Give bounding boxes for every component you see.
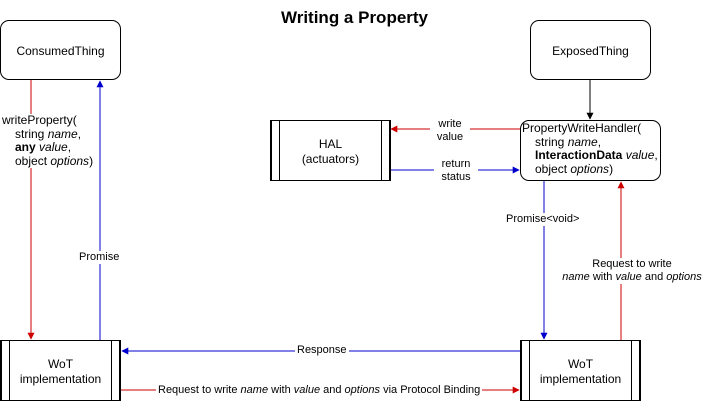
- handler-param-name: string name,: [535, 134, 602, 149]
- exposed-thing-node: ExposedThing: [530, 20, 651, 80]
- handler-name: PropertyWriteHandler(: [522, 121, 642, 135]
- hal-left-bar: [271, 121, 280, 180]
- request-to-write-line-2: name with value and options: [562, 271, 702, 283]
- promise-void-label: Promise<void>: [506, 213, 580, 226]
- response-label: Response: [295, 344, 349, 357]
- return-status-label: return status: [434, 158, 478, 184]
- write-value-label: write value: [430, 118, 470, 144]
- wot-left-label-2: implementation: [19, 372, 102, 386]
- diagram-title: Writing a Property: [280, 8, 429, 27]
- request-to-write-label: Request to write name with value and opt…: [555, 258, 709, 284]
- wot-implementation-left-node: WoT implementation: [0, 340, 121, 401]
- wot-implementation-right-node: WoT implementation: [520, 340, 641, 401]
- exposed-thing-label: ExposedThing: [552, 44, 629, 58]
- return-status-line-1: return: [441, 158, 471, 170]
- request-to-write-line-1: Request to write: [592, 258, 672, 270]
- wot-left-bar-a: [1, 341, 10, 400]
- write-property-param-value: any value,: [15, 140, 72, 154]
- promise-label: Promise: [79, 251, 120, 264]
- write-property-name: writeProperty(: [2, 113, 77, 127]
- hal-subtitle: (actuators): [301, 152, 360, 166]
- handler-signature: PropertyWriteHandler( string name, Inter…: [522, 121, 658, 176]
- write-property-param-options: object options): [15, 153, 94, 168]
- handler-param-options: object options): [535, 161, 614, 176]
- wot-right-label-2: implementation: [539, 372, 622, 386]
- handler-param-value: InteractionData value,: [535, 148, 658, 162]
- hal-title: HAL: [318, 137, 343, 151]
- write-property-param-name: string name,: [15, 126, 82, 141]
- consumed-thing-label: ConsumedThing: [16, 44, 105, 58]
- hal-right-bar: [381, 121, 390, 180]
- wot-left-label-1: WoT: [47, 357, 74, 371]
- write-property-signature: writeProperty( string name, any value, o…: [2, 113, 96, 168]
- wot-right-bar-a: [521, 341, 530, 400]
- hal-node: HAL (actuators): [270, 120, 391, 181]
- wot-right-label-1: WoT: [567, 357, 594, 371]
- wot-left-bar-b: [111, 341, 120, 400]
- return-status-line-2: status: [441, 171, 471, 183]
- consumed-thing-node: ConsumedThing: [0, 20, 121, 80]
- write-value-line-1: write: [438, 118, 462, 130]
- binding-request-label: Request to write name with value and opt…: [156, 384, 483, 397]
- write-value-line-2: value: [436, 131, 464, 143]
- property-write-handler-node: [520, 120, 661, 181]
- wot-right-bar-b: [631, 341, 640, 400]
